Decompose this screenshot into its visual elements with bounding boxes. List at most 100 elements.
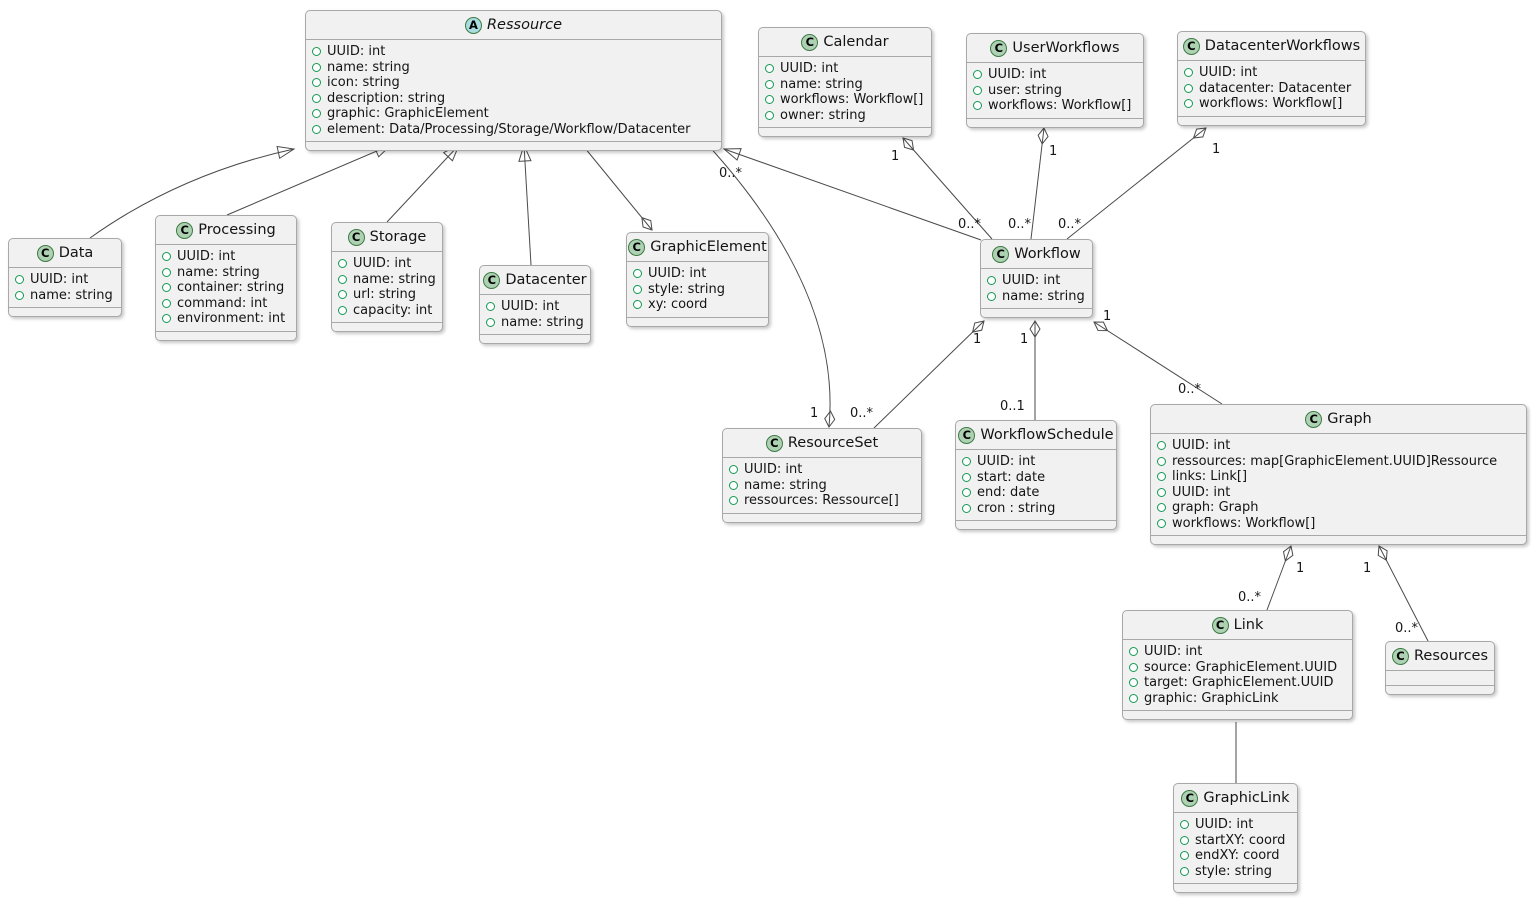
field-visibility-icon: [633, 284, 642, 294]
attribute: end: date: [962, 485, 1110, 501]
attribute-text: UUID: int: [744, 462, 803, 477]
field-visibility-icon: [1180, 851, 1189, 861]
class-title: C DatacenterWorkflows: [1178, 32, 1365, 60]
attribute-text: start: date: [977, 469, 1046, 485]
field-visibility-icon: [633, 269, 642, 279]
class-name: Data: [58, 245, 94, 261]
field-visibility-icon: [973, 70, 982, 80]
attribute-text: description: string: [327, 90, 446, 106]
attribute-text: workflows: Workflow[]: [1199, 96, 1343, 111]
class-name: Workflow: [1014, 246, 1081, 262]
class-name: DatacenterWorkflows: [1204, 38, 1361, 54]
attribute-text: graphic: GraphicElement: [327, 106, 489, 121]
attribute: user: string: [973, 83, 1137, 99]
class-title: A Ressource: [306, 11, 721, 39]
edge-data-ressource: [89, 145, 296, 239]
class-icon: C: [958, 426, 976, 444]
attribute: graph: Graph: [1157, 500, 1520, 516]
field-visibility-icon: [312, 93, 321, 103]
multiplicity-label: 0..1: [1000, 399, 1025, 414]
attribute-text: UUID: int: [648, 266, 707, 281]
attribute: UUID: int: [312, 44, 715, 60]
class-icon: C: [990, 39, 1008, 57]
class-name: Storage: [369, 229, 427, 245]
attribute: style: string: [1180, 864, 1291, 880]
field-visibility-icon: [162, 314, 171, 324]
multiplicity-label: 1: [1212, 142, 1220, 157]
attribute-text: owner: string: [780, 107, 866, 123]
attribute-text: workflows: Workflow[]: [780, 92, 924, 107]
field-visibility-icon: [962, 503, 971, 513]
attribute: datacenter: Datacenter: [1184, 81, 1359, 97]
attribute: UUID: int: [633, 266, 762, 282]
class-title: C Processing: [156, 216, 296, 244]
attribute-text: command: int: [177, 295, 268, 311]
attribute-text: UUID: int: [1195, 817, 1254, 832]
attribute-text: name: string: [1002, 288, 1085, 304]
multiplicity-label: 0..*: [1238, 590, 1262, 605]
field-visibility-icon: [15, 290, 24, 300]
attribute: element: Data/Processing/Storage/Workflo…: [312, 122, 715, 138]
attribute: name: string: [162, 265, 290, 281]
field-visibility-icon: [15, 275, 24, 285]
attribute-text: url: string: [353, 287, 417, 302]
class-title: C UserWorkflows: [967, 34, 1143, 62]
field-visibility-icon: [1180, 866, 1189, 876]
attribute: graphic: GraphicElement: [312, 106, 715, 122]
attribute-text: name: string: [177, 264, 260, 280]
attribute: UUID: int: [15, 272, 115, 288]
class-title: C Workflow: [981, 240, 1092, 268]
field-visibility-icon: [729, 465, 738, 475]
field-visibility-icon: [338, 259, 347, 269]
attribute-text: style: string: [1195, 863, 1273, 879]
attribute-text: UUID: int: [353, 256, 412, 271]
field-visibility-icon: [1157, 456, 1166, 466]
multiplicity-label: 1: [1103, 309, 1111, 324]
multiplicity-label: 0..*: [719, 166, 743, 181]
attribute-text: ressources: Ressource[]: [744, 493, 899, 508]
edge-datacenter-ressource: [518, 143, 532, 266]
attributes-compartment: [1386, 670, 1494, 685]
edge-workflow-resourceset: [873, 320, 985, 429]
attribute: UUID: int: [765, 61, 925, 77]
field-visibility-icon: [1129, 647, 1138, 657]
methods-compartment: [1178, 115, 1365, 125]
methods-compartment: [1174, 883, 1297, 892]
multiplicity-label: 0..*: [1008, 217, 1032, 232]
attribute: UUID: int: [1129, 644, 1346, 660]
field-visibility-icon: [162, 267, 171, 277]
field-visibility-icon: [1157, 472, 1166, 482]
abstract-class-icon: A: [464, 16, 482, 34]
attribute: name: string: [729, 478, 915, 494]
attribute-text: UUID: int: [988, 67, 1047, 82]
methods-compartment: [9, 307, 121, 316]
attribute-text: xy: coord: [648, 297, 708, 312]
class-name: GraphicElement: [650, 239, 767, 255]
attribute-text: UUID: int: [780, 61, 839, 76]
attribute-text: ressources: map[GraphicElement.UUID]Ress…: [1172, 453, 1498, 469]
class-title: C ResourceSet: [723, 429, 921, 457]
attribute-text: UUID: int: [501, 299, 560, 314]
edge-calendar-workflow: [902, 137, 993, 240]
attribute: start: date: [962, 470, 1110, 486]
methods-compartment: [759, 127, 931, 136]
attribute: container: string: [162, 280, 290, 296]
attribute-text: UUID: int: [177, 249, 236, 264]
attribute-text: name: string: [780, 76, 863, 92]
class-icon: C: [801, 33, 819, 51]
methods-compartment: [1151, 535, 1526, 544]
class-title: C Link: [1123, 611, 1352, 639]
attribute: UUID: int: [1157, 438, 1520, 454]
attribute-text: name: string: [353, 271, 436, 287]
class-icon: C: [992, 245, 1010, 263]
field-visibility-icon: [1157, 487, 1166, 497]
attribute: description: string: [312, 91, 715, 107]
edge-workflow-graph: [1093, 321, 1223, 405]
